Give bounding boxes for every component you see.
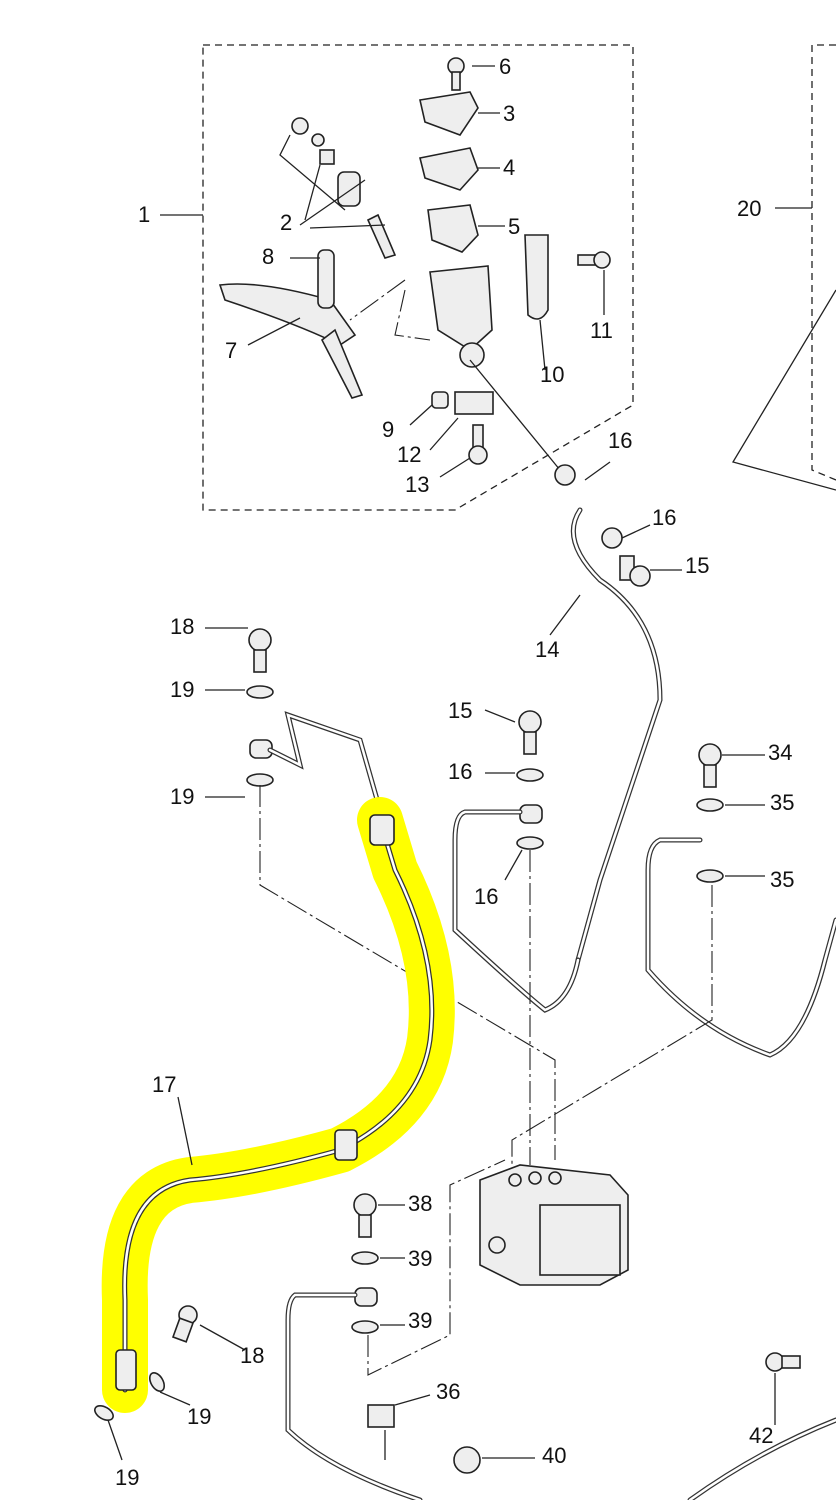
screw-13	[468, 424, 488, 465]
callout-19: 19	[170, 677, 194, 702]
bolt-38	[353, 1193, 377, 1238]
washer-16b	[601, 527, 623, 549]
callout-38: 38	[408, 1191, 432, 1216]
bolt-18-top	[248, 628, 272, 673]
washer-16a	[554, 464, 576, 486]
callout-18: 18	[170, 614, 194, 639]
callout-8: 8	[262, 244, 274, 269]
washer-19	[246, 685, 274, 699]
nut-9	[431, 391, 449, 409]
callout-3: 3	[503, 101, 515, 126]
bracket-10	[524, 234, 549, 320]
clamp-36	[367, 1404, 395, 1428]
callout-14: 14	[535, 637, 559, 662]
callout-36: 36	[436, 1379, 460, 1404]
callout-16: 16	[652, 505, 676, 530]
callout-6: 6	[499, 54, 511, 79]
bolt-15-mid	[518, 710, 542, 755]
callout-34: 34	[768, 740, 792, 765]
callout-2: 2	[280, 210, 292, 235]
callout-17: 17	[152, 1072, 176, 1097]
callout-10: 10	[540, 362, 564, 387]
callout-35: 35	[770, 867, 794, 892]
callout-7: 7	[225, 338, 237, 363]
circlip	[291, 117, 309, 135]
callout-42: 42	[749, 1423, 773, 1448]
callout-13: 13	[405, 472, 429, 497]
assembly-box-20	[811, 44, 836, 481]
callout-35: 35	[770, 790, 794, 815]
bolt-11	[577, 251, 611, 269]
bolt-15	[619, 555, 651, 587]
brake-pipe	[267, 711, 383, 813]
callout-39: 39	[408, 1308, 432, 1333]
plate-4	[419, 147, 479, 191]
callout-9: 9	[382, 417, 394, 442]
abs-hydraulic-unit	[479, 1164, 629, 1286]
master-cylinder-body	[429, 265, 493, 351]
diaphragm-5	[427, 204, 479, 253]
callout-18: 18	[240, 1343, 264, 1368]
callout-20: 20	[737, 196, 761, 221]
callout-19: 19	[115, 1465, 139, 1490]
callout-19: 19	[187, 1404, 211, 1429]
bolt-42	[765, 1352, 801, 1372]
outlet	[459, 342, 485, 368]
callout-15: 15	[685, 553, 709, 578]
callout-12: 12	[397, 442, 421, 467]
callout-16: 16	[474, 884, 498, 909]
highlight-hose-17	[101, 797, 455, 1413]
screw-6	[447, 57, 465, 91]
callout-39: 39	[408, 1246, 432, 1271]
sensor-40	[453, 1446, 481, 1474]
callout-1: 1	[138, 202, 150, 227]
callout-16: 16	[448, 759, 472, 784]
spring	[366, 213, 397, 259]
piston-2	[337, 171, 361, 207]
switch-12	[454, 391, 494, 415]
pin-8	[317, 249, 335, 309]
callout-40: 40	[542, 1443, 566, 1468]
master-cylinder-assembly-box	[202, 44, 634, 511]
cap-3	[419, 91, 479, 136]
bolt-34	[698, 743, 722, 788]
assembly-20-outline	[732, 289, 836, 491]
callout-16: 16	[608, 428, 632, 453]
callout-15: 15	[448, 698, 472, 723]
callout-19: 19	[170, 784, 194, 809]
callout-5: 5	[508, 214, 520, 239]
callout-4: 4	[503, 155, 515, 180]
bolt-18-lower	[171, 1305, 198, 1343]
lever-tail	[320, 328, 364, 399]
callout-11: 11	[590, 318, 613, 343]
washer-19	[246, 773, 274, 787]
